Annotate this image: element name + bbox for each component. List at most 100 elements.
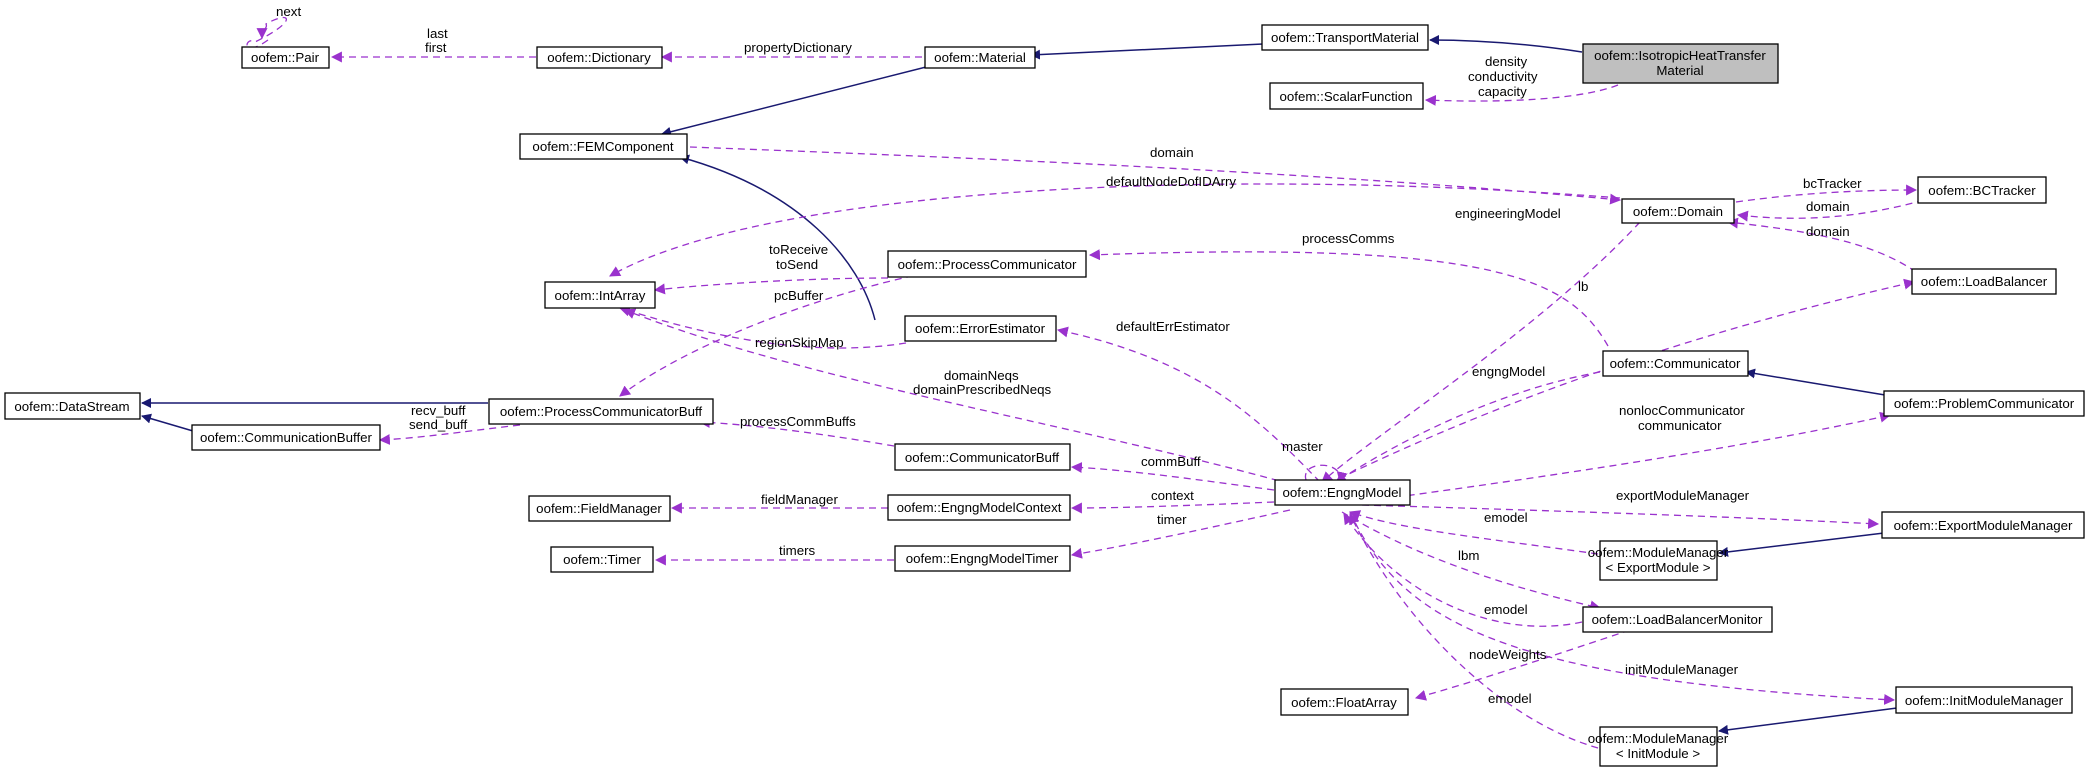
label-communicator: communicator <box>1638 418 1722 433</box>
node-communicator[interactable]: oofem::Communicator <box>1602 350 1749 377</box>
node-engng-model-timer[interactable]: oofem::EngngModelTimer <box>894 545 1071 572</box>
label-process-comm-buffs: processCommBuffs <box>740 414 856 429</box>
label-context: context <box>1151 488 1194 503</box>
node-process-communicator[interactable]: oofem::ProcessCommunicator <box>887 250 1087 278</box>
node-problem-communicator[interactable]: oofem::ProblemCommunicator <box>1883 390 2085 417</box>
svg-text:oofem::CommunicationBuffer: oofem::CommunicationBuffer <box>200 430 373 445</box>
node-data-stream[interactable]: oofem::DataStream <box>4 392 141 420</box>
edge-engngmodel-problemcommunicator <box>1359 411 1892 503</box>
svg-text:oofem::ScalarFunction: oofem::ScalarFunction <box>1279 89 1412 104</box>
svg-text:oofem::Pair: oofem::Pair <box>251 50 320 65</box>
svg-text:< ExportModule >: < ExportModule > <box>1606 560 1711 575</box>
edge-errorestimator-intarray <box>618 305 907 349</box>
node-init-module-manager[interactable]: oofem::InitModuleManager <box>1895 686 2073 714</box>
node-module-manager-init[interactable]: oofem::ModuleManager < InitModule > <box>1588 726 1729 767</box>
label-process-comms: processComms <box>1302 231 1395 246</box>
label-export-module-manager: exportModuleManager <box>1616 488 1750 503</box>
edge-domain-intarray <box>609 183 1621 277</box>
edge-domain-bctracker <box>1735 184 1918 203</box>
svg-text:oofem::EngngModelContext: oofem::EngngModelContext <box>897 500 1062 515</box>
svg-text:oofem::TransportMaterial: oofem::TransportMaterial <box>1271 30 1419 45</box>
svg-text:oofem::ErrorEstimator: oofem::ErrorEstimator <box>915 321 1046 336</box>
label-domain-fem: domain <box>1150 145 1194 160</box>
svg-text:oofem::DataStream: oofem::DataStream <box>14 399 129 414</box>
node-fem-component[interactable]: oofem::FEMComponent <box>519 133 688 160</box>
svg-text:oofem::IsotropicHeatTransfer: oofem::IsotropicHeatTransfer <box>1594 48 1766 63</box>
svg-text:oofem::ProblemCommunicator: oofem::ProblemCommunicator <box>1894 396 2075 411</box>
node-export-module-manager[interactable]: oofem::ExportModuleManager <box>1881 511 2085 539</box>
node-bc-tracker[interactable]: oofem::BCTracker <box>1917 176 2047 204</box>
node-material[interactable]: oofem::Material <box>924 46 1036 69</box>
label-engineering-model: engineeringModel <box>1455 206 1561 221</box>
label-domain-neqs: domainNeqs <box>944 368 1019 383</box>
svg-text:oofem::LoadBalancerMonitor: oofem::LoadBalancerMonitor <box>1592 612 1763 627</box>
svg-text:oofem::ProcessCommunicator: oofem::ProcessCommunicator <box>898 257 1077 272</box>
node-process-communicator-buff[interactable]: oofem::ProcessCommunicatorBuff <box>488 398 714 425</box>
edge-material-femcomponent <box>661 65 931 137</box>
node-field-manager[interactable]: oofem::FieldManager <box>528 495 671 522</box>
node-pair[interactable]: oofem::Pair <box>241 46 330 69</box>
label-node-weights: nodeWeights <box>1469 647 1547 662</box>
edge-mmexport-engngmodel <box>1348 510 1599 555</box>
node-timer[interactable]: oofem::Timer <box>550 546 654 573</box>
label-nonloc-communicator: nonlocCommunicator <box>1619 403 1745 418</box>
label-master: master <box>1282 439 1323 454</box>
label-lbm: lbm <box>1458 548 1479 563</box>
edge-engngmodel-lbm <box>1341 511 1602 612</box>
node-float-array[interactable]: oofem::FloatArray <box>1280 688 1409 716</box>
label-pc-buffer: pcBuffer <box>774 288 824 303</box>
node-transport-material[interactable]: oofem::TransportMaterial <box>1261 24 1429 51</box>
node-int-array[interactable]: oofem::IntArray <box>544 281 656 309</box>
edge-mminit-engngmodel <box>1349 513 1599 749</box>
edge-processcommunicator-intarray <box>653 277 889 295</box>
edge-transportmaterial-material <box>1030 43 1264 60</box>
edge-isotropic-scalarfunction <box>1424 84 1619 106</box>
label-default-err-estimator: defaultErrEstimator <box>1116 319 1230 334</box>
node-dictionary[interactable]: oofem::Dictionary <box>536 46 663 69</box>
edge-communicator-engngmodel <box>1335 371 1601 483</box>
svg-text:oofem::ExportModuleManager: oofem::ExportModuleManager <box>1894 518 2073 533</box>
node-module-manager-export[interactable]: oofem::ModuleManager < ExportModule > <box>1588 540 1729 581</box>
usage-edges <box>246 16 1925 749</box>
svg-text:oofem::EngngModelTimer: oofem::EngngModelTimer <box>906 551 1059 566</box>
svg-text:oofem::FieldManager: oofem::FieldManager <box>536 501 662 516</box>
label-emodel-2: emodel <box>1484 602 1528 617</box>
edge-processcommunicator-pcbuff <box>619 272 926 397</box>
edge-engngmodel-intarray <box>623 308 1291 485</box>
svg-text:oofem::LoadBalancer: oofem::LoadBalancer <box>1921 274 2048 289</box>
node-scalar-function[interactable]: oofem::ScalarFunction <box>1269 82 1424 110</box>
edge-communicator-processcommunicator <box>1088 249 1609 347</box>
node-isotropic-heat-transfer-material[interactable]: oofem::IsotropicHeatTransfer Material <box>1582 43 1779 84</box>
node-communicator-buff[interactable]: oofem::CommunicatorBuff <box>894 443 1071 471</box>
node-communication-buffer[interactable]: oofem::CommunicationBuffer <box>191 424 381 451</box>
label-field-manager: fieldManager <box>761 492 838 507</box>
label-emodel-3: emodel <box>1488 691 1532 706</box>
edge-engngmodel-loadbalancer <box>1327 278 1916 485</box>
svg-text:oofem::FloatArray: oofem::FloatArray <box>1291 695 1397 710</box>
svg-text:oofem::Material: oofem::Material <box>934 50 1026 65</box>
edge-pair-next <box>246 16 288 49</box>
node-domain[interactable]: oofem::Domain <box>1621 198 1735 224</box>
svg-text:oofem::EngngModel: oofem::EngngModel <box>1282 485 1401 500</box>
nodes: oofem::Pair oofem::Dictionary oofem::Mat… <box>4 24 2085 767</box>
label-timer: timer <box>1157 512 1187 527</box>
edge-lbm-floatarray <box>1414 629 1631 701</box>
edge-errorestimator-femcomponent <box>679 154 876 321</box>
label-region-skip-map: regionSkipMap <box>755 335 844 350</box>
label-emodel-1: emodel <box>1484 510 1528 525</box>
label-domain-prescribed-neqs: domainPrescribedNeqs <box>913 382 1052 397</box>
node-load-balancer[interactable]: oofem::LoadBalancer <box>1911 268 2057 295</box>
label-init-module-manager: initModuleManager <box>1625 662 1739 677</box>
label-engng-model: engngModel <box>1472 364 1545 379</box>
node-engng-model[interactable]: oofem::EngngModel <box>1274 479 1411 506</box>
edge-domain-engngmodel <box>1321 221 1641 483</box>
node-error-estimator[interactable]: oofem::ErrorEstimator <box>904 315 1057 342</box>
label-bc-tracker: bcTracker <box>1803 176 1862 191</box>
label-next: next <box>276 4 301 19</box>
svg-text:oofem::ProcessCommunicatorBuff: oofem::ProcessCommunicatorBuff <box>500 404 703 419</box>
node-load-balancer-monitor[interactable]: oofem::LoadBalancerMonitor <box>1582 606 1773 633</box>
label-comm-buff: commBuff <box>1141 454 1201 469</box>
node-engng-model-context[interactable]: oofem::EngngModelContext <box>887 494 1071 521</box>
svg-text:oofem::Dictionary: oofem::Dictionary <box>547 50 651 65</box>
